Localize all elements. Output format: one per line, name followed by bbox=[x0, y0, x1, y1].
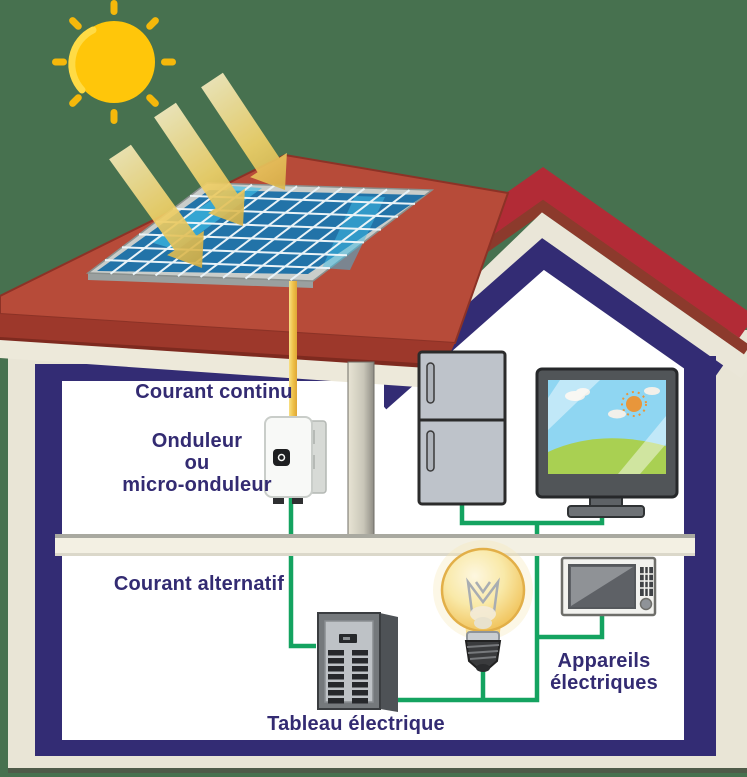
floor-beam bbox=[55, 534, 695, 556]
label-inverter: Onduleur ou micro-onduleur bbox=[122, 430, 271, 496]
left-navy-border bbox=[35, 364, 62, 757]
dc-wire bbox=[289, 281, 297, 421]
fridge-handle bbox=[426, 362, 435, 404]
tv-icon bbox=[535, 367, 679, 518]
sun-icon bbox=[52, 0, 176, 124]
inverter-display bbox=[273, 449, 290, 466]
sun-ray-arrow bbox=[154, 102, 245, 226]
tv-base bbox=[567, 505, 645, 518]
tv-picture bbox=[548, 380, 666, 474]
flat-roof-front bbox=[0, 314, 455, 368]
label-electrical-panel: Tableau électrique bbox=[267, 713, 445, 735]
label-ac-current: Courant alternatif bbox=[113, 573, 285, 595]
bulb-filament bbox=[466, 577, 500, 613]
ground-line bbox=[8, 768, 747, 773]
label-inverter-line1: Onduleur bbox=[151, 430, 243, 452]
sun-rays bbox=[52, 0, 176, 124]
sun-ray-arrow bbox=[201, 72, 287, 190]
label-appliances: Appareils électriques bbox=[550, 650, 658, 694]
light-bulb-icon bbox=[433, 540, 533, 672]
bottom-navy-border bbox=[35, 740, 716, 757]
base-strip bbox=[8, 756, 747, 769]
fridge-handle bbox=[426, 430, 435, 472]
right-wall bbox=[712, 330, 747, 769]
panel-side bbox=[88, 273, 313, 288]
label-dc-current: Courant continu bbox=[135, 381, 293, 403]
right-navy-border bbox=[684, 356, 716, 757]
inverter-icon bbox=[264, 416, 327, 504]
label-inverter-line3: micro-onduleur bbox=[122, 474, 272, 496]
microwave-dial bbox=[639, 597, 653, 611]
sun-highlight bbox=[68, 26, 97, 94]
interior-post bbox=[347, 361, 375, 546]
left-wall bbox=[8, 348, 38, 768]
flat-roof-edge bbox=[0, 337, 449, 370]
bulb-tip bbox=[476, 664, 490, 672]
fridge-icon bbox=[417, 350, 507, 506]
label-inverter-line2: ou bbox=[184, 452, 210, 474]
sun-ray-arrow-icon bbox=[109, 72, 287, 268]
microwave-icon bbox=[560, 556, 657, 617]
flat-roof-soffit bbox=[0, 340, 443, 388]
breaker-switches bbox=[328, 650, 368, 704]
sun-ray-arrow bbox=[109, 144, 204, 268]
label-appliances-line2: électriques bbox=[550, 672, 658, 694]
label-appliances-line1: Appareils bbox=[557, 650, 651, 672]
breaker-panel-icon bbox=[317, 612, 398, 712]
sun-disc bbox=[73, 21, 155, 103]
